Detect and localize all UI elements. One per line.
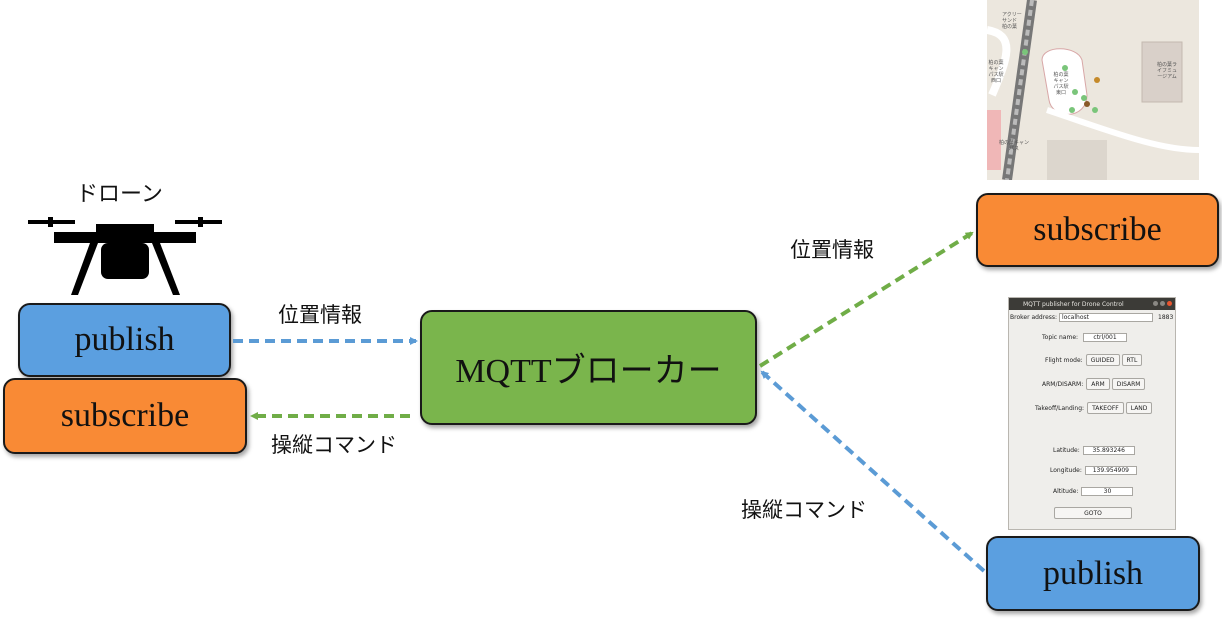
topic-name-label: Topic name: bbox=[1042, 334, 1079, 341]
right-command-label: 操縦コマンド bbox=[741, 498, 867, 522]
arm-disarm-label: ARM/DISARM: bbox=[1042, 380, 1084, 388]
port-value[interactable]: 1883 bbox=[1158, 314, 1174, 321]
app-publish-label: publish bbox=[1042, 554, 1144, 592]
topic-name-field[interactable]: ctrl/001 bbox=[1083, 333, 1128, 342]
drone-publish-box: publish bbox=[18, 303, 231, 377]
map-label: 柏の葉キャンパス bbox=[999, 140, 1030, 152]
longitude-field[interactable]: 139.954909 bbox=[1084, 466, 1137, 475]
latitude-label: Latitude: bbox=[1053, 447, 1080, 454]
arrow-app-to-broker bbox=[760, 370, 986, 573]
window-title: MQTT publisher for Drone Control bbox=[1023, 300, 1124, 308]
drone-label: ドローン bbox=[76, 182, 163, 207]
drone-subscribe-box: subscribe bbox=[3, 378, 247, 454]
map-label: 柏の葉キャンパス駅西口 bbox=[988, 60, 1004, 84]
app-subscribe-label: subscribe bbox=[1033, 211, 1162, 248]
drone-publish-label: publish bbox=[74, 321, 175, 358]
left-command-label: 操縦コマンド bbox=[271, 433, 397, 457]
guided-button[interactable]: GUIDED bbox=[1085, 354, 1120, 366]
maximize-icon[interactable] bbox=[1160, 301, 1165, 306]
map-label: サンド bbox=[1002, 18, 1018, 24]
goto-button[interactable]: GOTO bbox=[1054, 507, 1132, 519]
arm-button[interactable]: ARM bbox=[1086, 378, 1110, 390]
window-titlebar[interactable]: MQTT publisher for Drone Control bbox=[1009, 298, 1175, 310]
longitude-label: Longitude: bbox=[1050, 467, 1082, 474]
drone-icon bbox=[28, 217, 222, 295]
mqtt-broker-box: MQTTブローカー bbox=[420, 310, 757, 425]
mqtt-publisher-window: MQTT publisher for Drone Control Broker … bbox=[1008, 297, 1176, 530]
takeoff-button[interactable]: TAKEOFF bbox=[1087, 402, 1124, 414]
map-label: 柏の葉ライフミュージアム bbox=[1157, 62, 1178, 80]
altitude-field[interactable]: 30 bbox=[1081, 487, 1134, 496]
rtl-button[interactable]: RTL bbox=[1121, 354, 1143, 366]
map-label: アクリー bbox=[1002, 12, 1022, 18]
broker-address-label: Broker address: bbox=[1010, 314, 1058, 321]
arrow-broker-to-app bbox=[758, 231, 974, 368]
disarm-button[interactable]: DISARM bbox=[1111, 378, 1146, 390]
left-position-info-label: 位置情報 bbox=[278, 303, 362, 327]
window-controls bbox=[1153, 301, 1172, 306]
latitude-field[interactable]: 35.893246 bbox=[1082, 446, 1135, 455]
land-button[interactable]: LAND bbox=[1125, 402, 1153, 414]
map-label: 柏の葉 bbox=[1002, 24, 1018, 30]
mqtt-broker-label: MQTTブローカー bbox=[455, 353, 722, 390]
takeoff-landing-label: Takeoff/Landing: bbox=[1035, 404, 1085, 412]
minimize-icon[interactable] bbox=[1153, 301, 1158, 306]
map-label: 柏の葉キャンパス駅東口 bbox=[1053, 72, 1069, 96]
right-position-info-label: 位置情報 bbox=[790, 238, 874, 262]
map-thumbnail: アクリー サンド 柏の葉 柏の葉キャンパス駅西口 柏の葉キャンパス駅東口 柏の葉… bbox=[987, 0, 1199, 180]
broker-address-field[interactable]: localhost bbox=[1059, 313, 1154, 322]
app-subscribe-box: subscribe bbox=[976, 193, 1219, 267]
drone-subscribe-label: subscribe bbox=[60, 397, 190, 434]
flight-mode-label: Flight mode: bbox=[1045, 356, 1083, 364]
close-icon[interactable] bbox=[1167, 301, 1172, 306]
altitude-label: Altitude: bbox=[1053, 488, 1079, 495]
app-publish-box: publish bbox=[986, 536, 1200, 611]
